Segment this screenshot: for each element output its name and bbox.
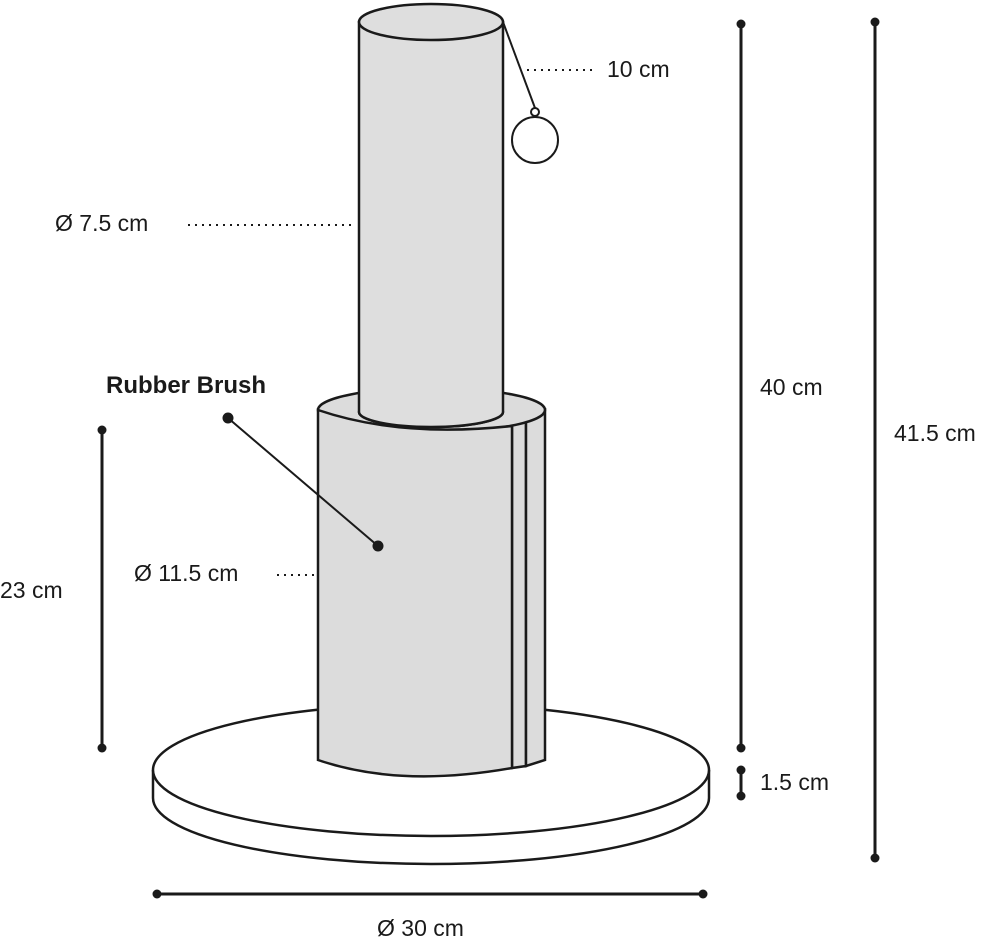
label-ball-string: 10 cm <box>607 56 670 82</box>
label-overall-height: 41.5 cm <box>894 420 976 446</box>
label-base-diameter: Ø 30 cm <box>377 915 464 941</box>
label-base-thickness: 1.5 cm <box>760 769 830 795</box>
rubber-brush-back <box>510 407 547 770</box>
label-brush-diameter: Ø 11.5 cm <box>134 560 239 586</box>
label-total-height: 40 cm <box>760 374 823 400</box>
leader-lines <box>188 69 592 576</box>
dim-total-height <box>736 19 746 753</box>
label-rubber-brush: Rubber Brush <box>106 372 267 399</box>
rubber-brush-pointer <box>222 412 384 552</box>
dimension-lines <box>97 17 880 899</box>
rubber-brush-front <box>316 408 514 778</box>
dim-brush-height <box>97 425 107 753</box>
label-brush-height: 23 cm <box>0 577 63 603</box>
label-post-diameter: Ø 7.5 cm <box>55 210 149 236</box>
dim-base-thickness <box>736 765 746 801</box>
post-top <box>357 2 505 42</box>
dim-base-diameter <box>152 889 708 899</box>
hanging-ball-toy <box>502 21 559 164</box>
dim-overall-height <box>870 17 880 863</box>
scratching-post <box>357 2 505 429</box>
